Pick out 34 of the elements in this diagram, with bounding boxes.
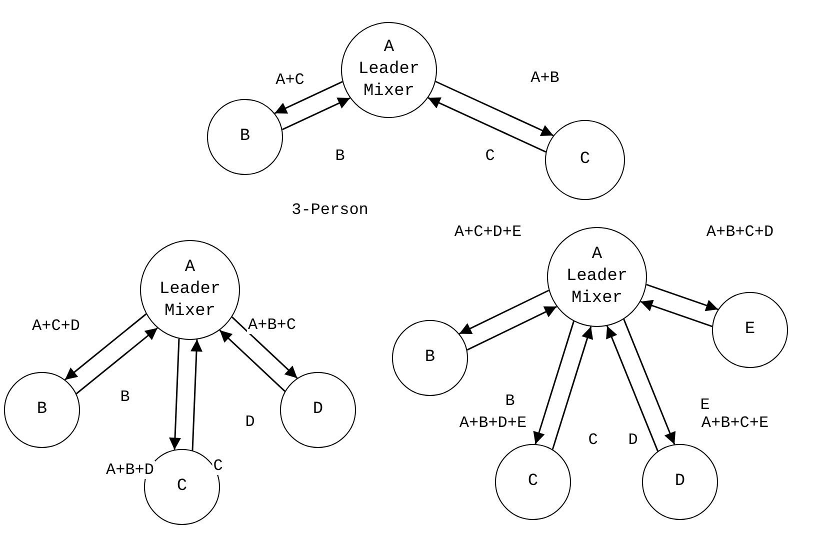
- arrow: [76, 327, 158, 394]
- arrow: [458, 290, 550, 334]
- edge-label: A+B+C: [247, 316, 297, 334]
- arrow: [64, 313, 147, 380]
- arrow: [169, 338, 181, 450]
- node-label: A Leader Mixer: [565, 244, 629, 310]
- node-label: E: [744, 319, 756, 341]
- arrow: [623, 318, 676, 445]
- edge-label: C: [212, 457, 224, 475]
- arrow: [640, 300, 712, 328]
- node-label: C: [578, 149, 592, 171]
- node-label: A Leader Mixer: [357, 37, 421, 103]
- arrow: [466, 306, 557, 351]
- arrow: [646, 284, 718, 312]
- arrow: [606, 326, 658, 452]
- arrow: [435, 80, 554, 136]
- diagram-caption: 3-Person: [292, 201, 368, 219]
- arrow: [190, 339, 202, 450]
- edge-label: A+B+D: [105, 461, 155, 479]
- node-label: A Leader Mixer: [158, 257, 222, 323]
- node-label: C: [526, 471, 540, 493]
- arrow: [219, 330, 286, 392]
- arrow: [232, 316, 298, 379]
- arrow: [274, 81, 343, 114]
- node-label: B: [238, 126, 252, 148]
- node-label: B: [36, 399, 48, 421]
- arrow: [282, 97, 350, 130]
- node-label: D: [312, 399, 324, 421]
- node-label: D: [674, 471, 686, 493]
- arrow: [533, 321, 574, 444]
- node-label: B: [424, 347, 436, 369]
- node-label: C: [176, 476, 188, 498]
- arrow: [552, 326, 594, 450]
- arrow: [428, 97, 546, 153]
